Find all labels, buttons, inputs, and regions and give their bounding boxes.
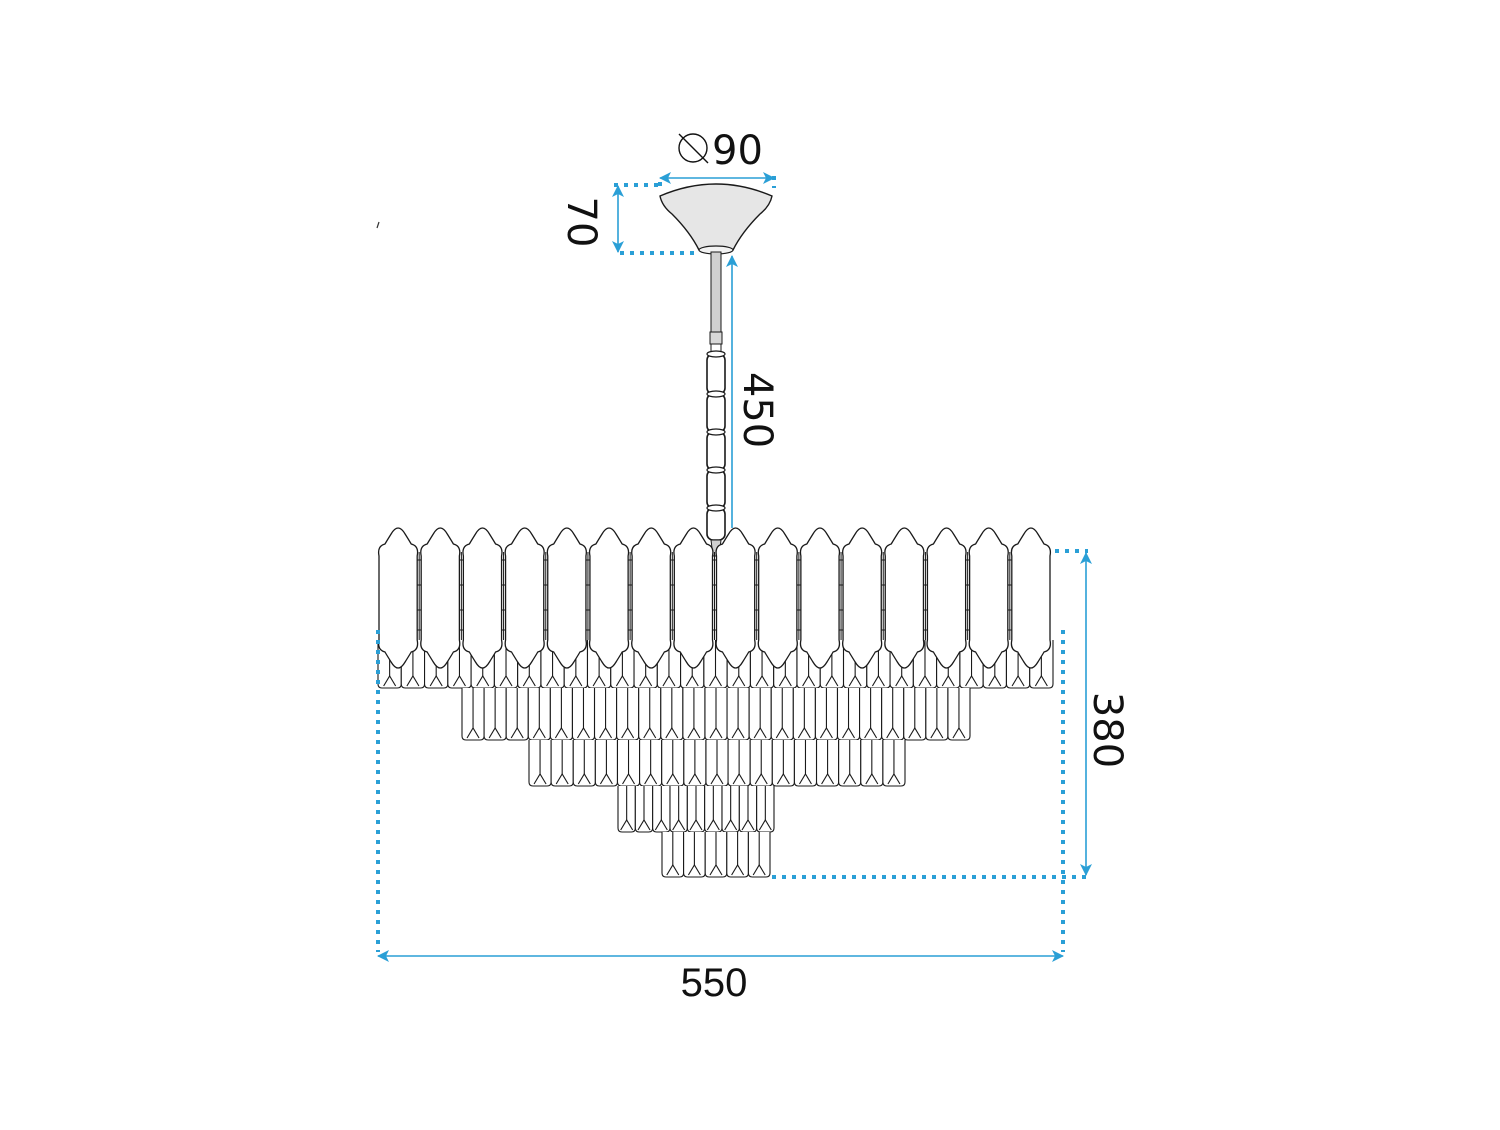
body-height-label: 380 — [1084, 692, 1130, 768]
suspension-rod — [709, 251, 723, 355]
dimension-lines — [376, 172, 1092, 962]
suspension-length-label: 450 — [734, 372, 780, 448]
prism-tiers — [377, 640, 1054, 878]
canopy — [659, 183, 773, 255]
diameter-symbol-icon — [678, 133, 709, 164]
canopy-diameter-label: 90 — [712, 128, 763, 174]
body-width-label: 550 — [681, 961, 748, 1005]
suspension-chain — [706, 350, 726, 541]
stray-mark — [376, 221, 380, 229]
canopy-height-label: 70 — [558, 197, 604, 248]
leaf-tier — [377, 527, 1052, 669]
